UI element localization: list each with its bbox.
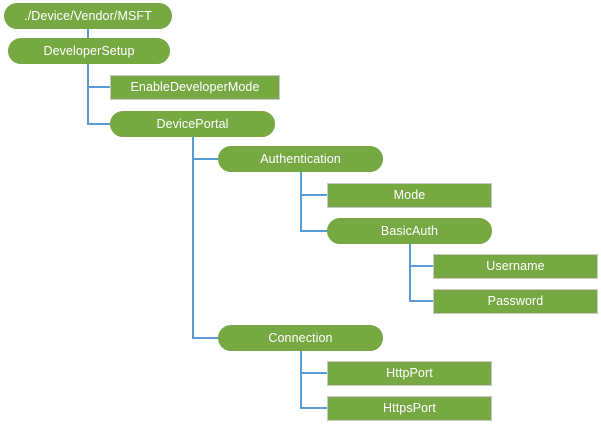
node-label-username: Username (486, 259, 545, 274)
node-label-root: ./Device/Vendor/MSFT (24, 8, 152, 23)
node-label-deviceportal: DevicePortal (156, 116, 229, 131)
node-label-authentication: Authentication (260, 151, 341, 166)
node-password[interactable]: Password (433, 289, 598, 314)
node-label-enabledevelopermode: EnableDeveloperMode (130, 80, 260, 95)
node-label-httpport: HttpPort (386, 366, 433, 381)
node-enabledevelopermode[interactable]: EnableDeveloperMode (110, 75, 280, 100)
node-root[interactable]: ./Device/Vendor/MSFT (4, 3, 172, 29)
node-label-basicauth: BasicAuth (380, 223, 439, 238)
node-label-password: Password (487, 294, 544, 309)
node-developersetup[interactable]: DeveloperSetup (8, 38, 170, 64)
node-basicauth[interactable]: BasicAuth (327, 218, 492, 244)
node-label-httpsport: HttpsPort (383, 401, 436, 416)
node-deviceportal[interactable]: DevicePortal (110, 111, 275, 137)
node-connection[interactable]: Connection (218, 325, 383, 351)
node-httpsport[interactable]: HttpsPort (327, 396, 492, 421)
node-authentication[interactable]: Authentication (218, 146, 383, 172)
node-label-mode: Mode (393, 188, 426, 203)
node-mode[interactable]: Mode (327, 183, 492, 208)
node-label-developersetup: DeveloperSetup (43, 43, 135, 58)
node-username[interactable]: Username (433, 254, 598, 279)
node-label-connection: Connection (268, 330, 333, 345)
node-httpport[interactable]: HttpPort (327, 361, 492, 386)
